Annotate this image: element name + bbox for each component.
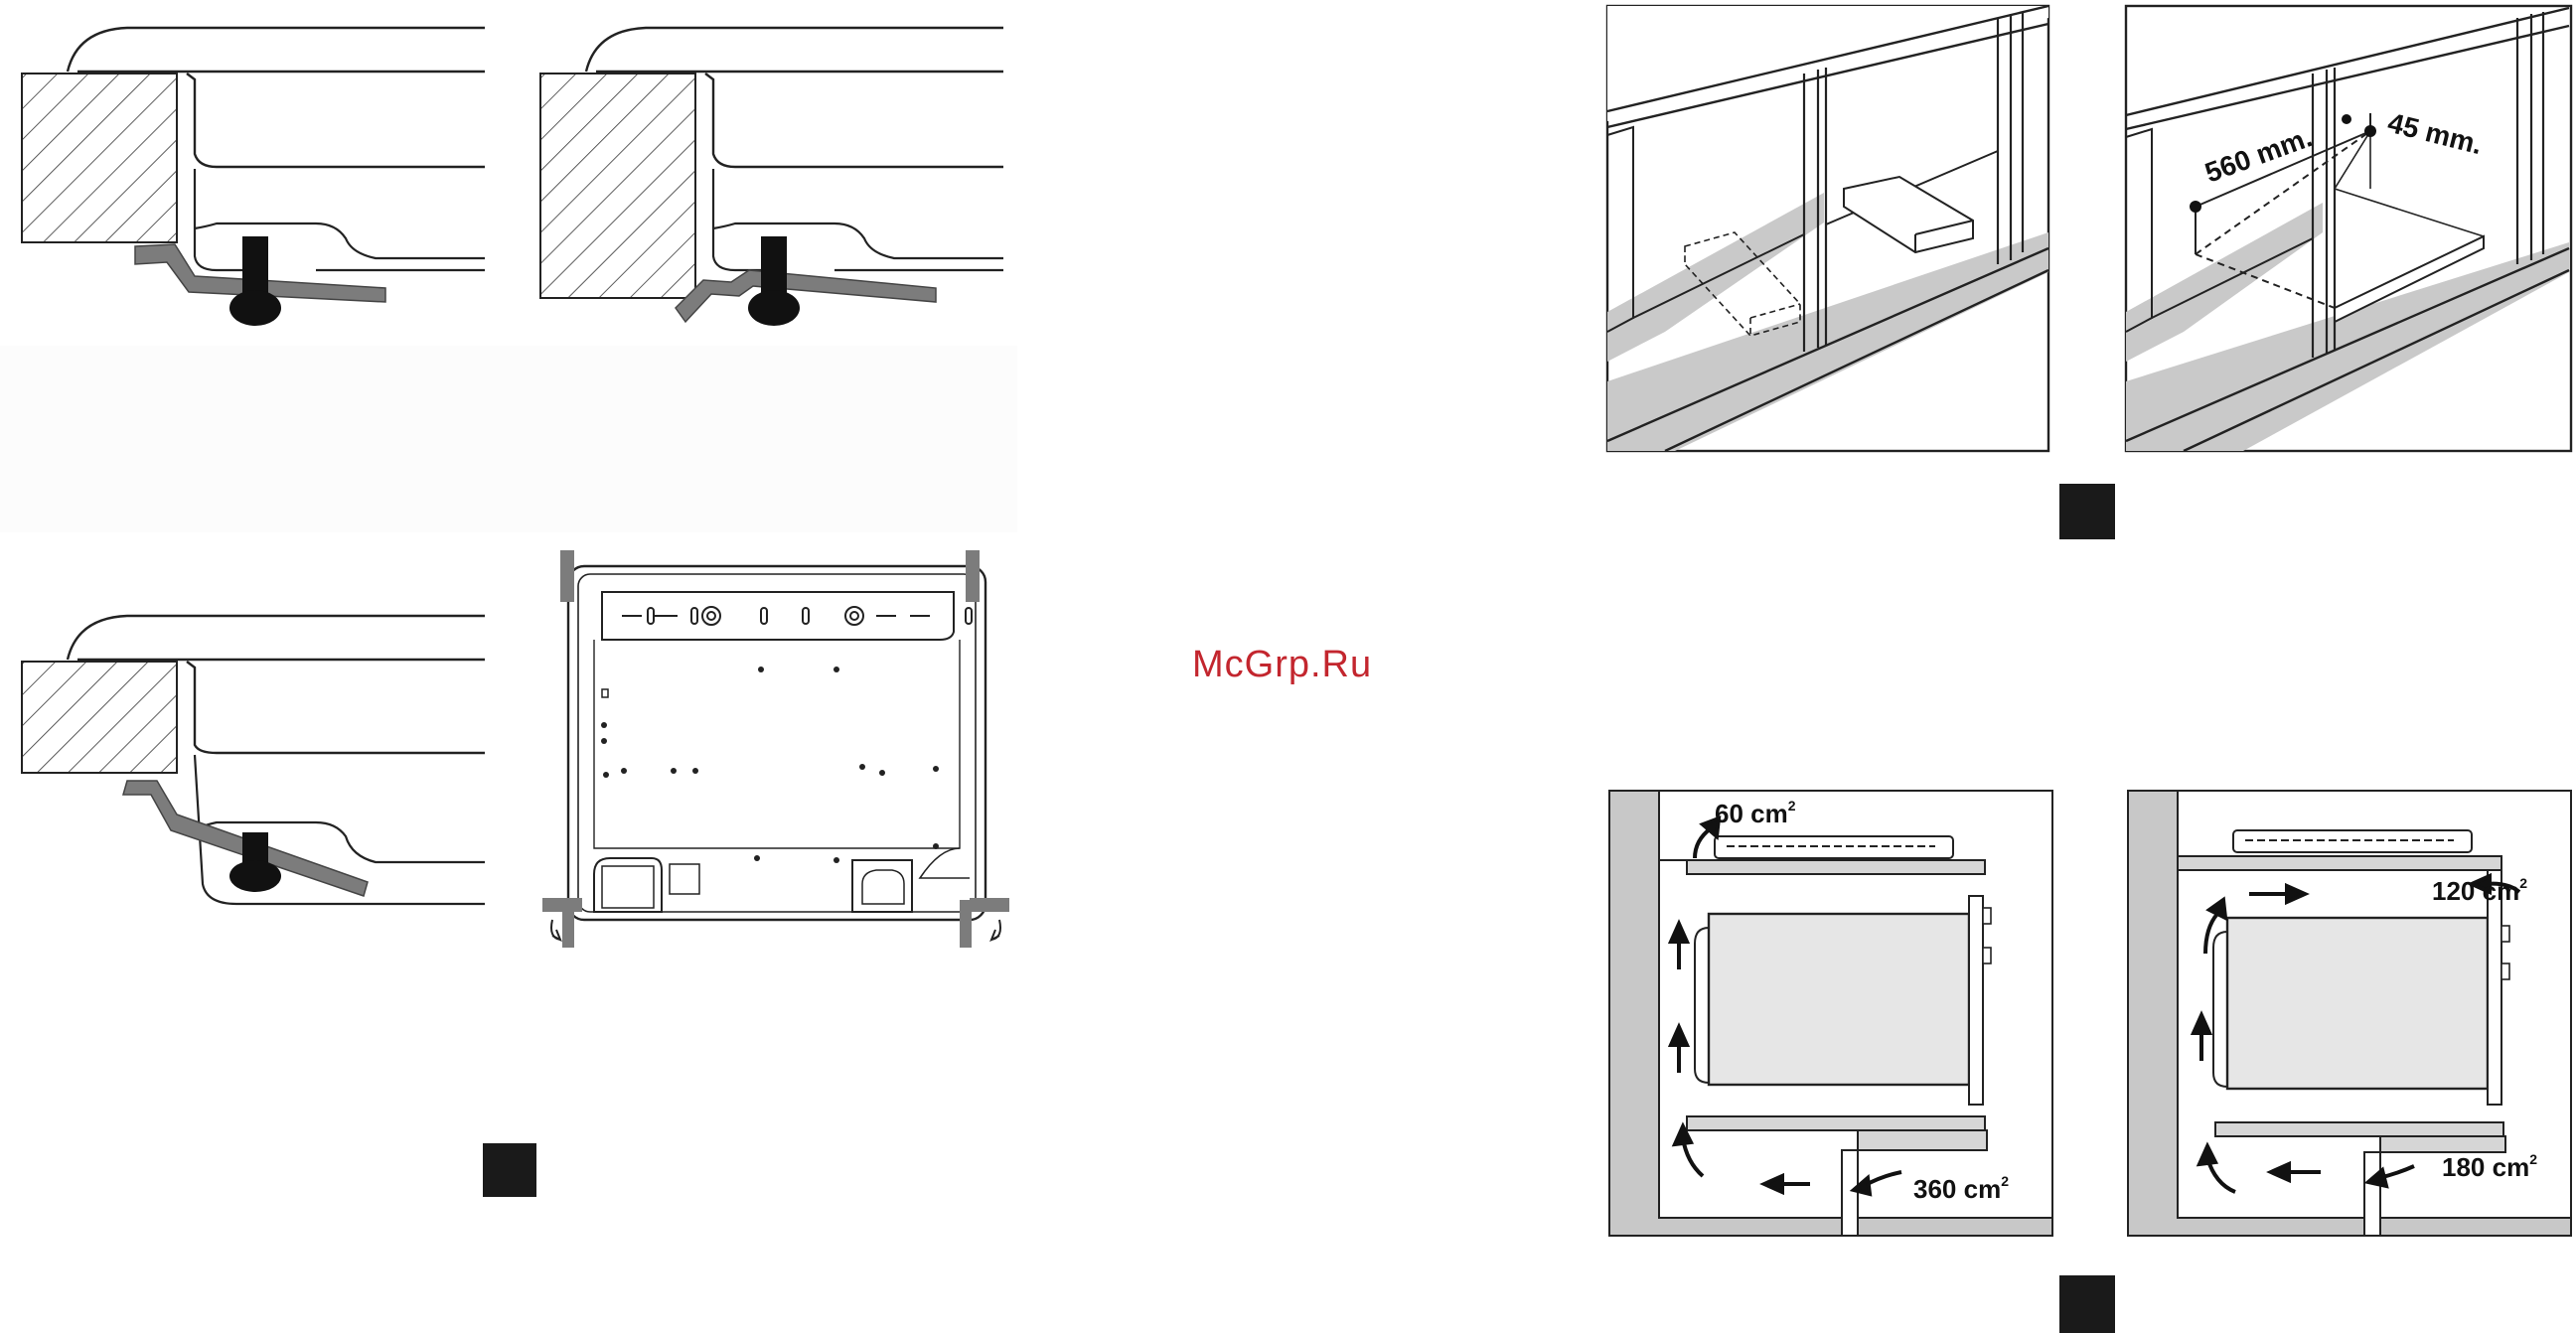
- clamp-diagram-2: [536, 20, 1013, 338]
- clamp-diagram-1: [18, 20, 495, 338]
- vent-label-bottom: 180 cm2: [2442, 1151, 2537, 1182]
- background-band: [0, 346, 1017, 532]
- cabinet-diagram-dimensions: 560 mm. 45 mm.: [2124, 4, 2573, 453]
- ventilation-diagram-right: 120 cm2 180 cm2: [2126, 789, 2573, 1238]
- ventilation-diagram-left: 60 cm2 360 cm2: [1607, 789, 2054, 1238]
- figure-marker-left: [483, 1143, 536, 1197]
- clamp-diagram-3: [18, 606, 495, 924]
- figure-marker-bottom-right: [2059, 1275, 2115, 1333]
- watermark: McGrp.Ru: [1192, 644, 1372, 686]
- hob-underside-plan: [542, 550, 1013, 948]
- cabinet-diagram-rail: [1605, 4, 2050, 453]
- figure-marker-top-right: [2059, 484, 2115, 539]
- vent-label-bottom: 360 cm2: [1913, 1173, 2009, 1204]
- vent-label-top: 60 cm2: [1715, 798, 1796, 828]
- vent-label-top: 120 cm2: [2432, 875, 2527, 906]
